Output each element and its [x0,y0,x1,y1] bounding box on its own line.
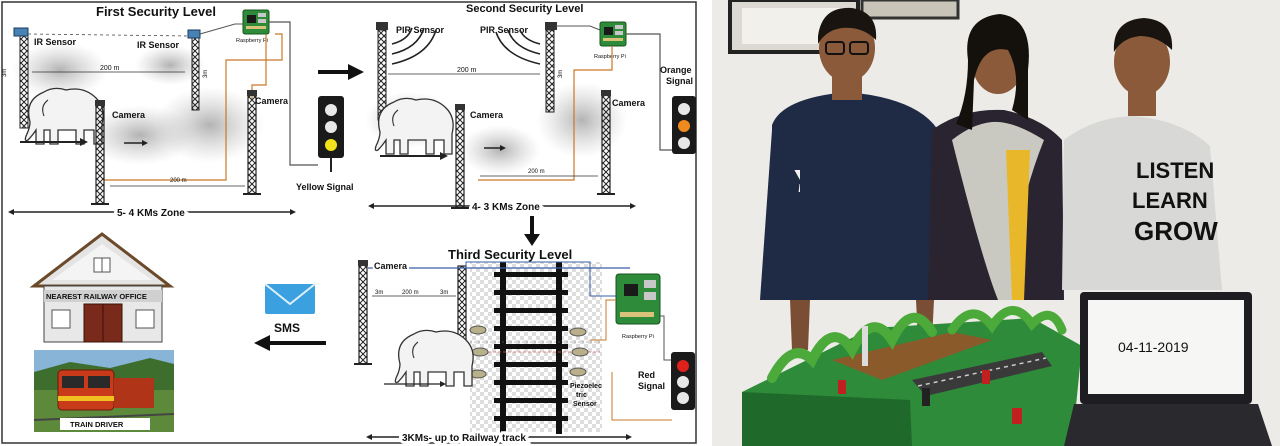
level3-piezo-label-line2: tric [576,392,587,399]
first-security-level: First Security Level IR Sensor IR Sensor… [2,4,354,222]
person-right: LISTEN LEARN GROW [1062,18,1222,290]
level2-camera-right-icon [601,90,611,96]
level1-controller-label: Raspberry Pi [236,38,268,44]
arrow-down-icon [524,234,540,246]
level2-distance-bottom: 200 m [528,169,545,175]
sms-label: SMS [274,321,300,335]
level1-camera-right-label: Camera [255,96,289,106]
shirt-text-line1: LISTEN [1136,158,1214,183]
second-security-level: Second Security Level PIR Sensor PIR Sen… [365,3,696,216]
pir-sensor-right-icon [545,22,557,30]
level1-camera-left-icon [95,100,105,106]
level1-distance-top: 200 m [100,65,120,72]
level2-height-right: 3m [558,70,564,78]
shirt-text-line2: LEARN [1132,188,1208,213]
level2-camera-left-icon [455,104,465,110]
level3-title: Third Security Level [448,247,572,262]
laptop-date: 04-11-2019 [1118,339,1189,355]
level1-height-right: 3m [203,70,209,78]
piezo-sensors-right [569,327,589,377]
sms-message: SMS [254,283,326,351]
level2-signal-label-line2: Signal [666,76,693,86]
wall-frame-right [860,0,960,20]
level2-camera-left-label: Camera [470,110,504,120]
level1-distance-bottom: 200 m [170,178,187,184]
level1-camera-right-icon [247,90,257,96]
level3-piezo-label-line3: Sensor [573,401,597,408]
railway-model [742,306,1082,446]
person-left [760,7,942,350]
level3-raspberry-pi-icon [615,273,661,325]
level1-zone-label: 5- 4 KMs Zone [117,208,185,219]
level1-sensor-left-label: IR Sensor [34,37,77,47]
arrow-right-icon [348,64,364,80]
level1-camera-left-label: Camera [112,110,146,120]
railway-track [494,272,568,421]
team-photo: LISTEN LEARN GROW 04-11-2019 [712,0,1280,446]
laptop: 04-11-2019 [1064,292,1272,446]
ir-sensor-left-icon [13,27,29,37]
pir-sensor-left-icon [376,22,388,30]
railway-office: NEAREST RAILWAY OFFICE [29,232,175,343]
level1-signal-label: Yellow Signal [296,182,354,192]
arrow-left-icon [254,335,270,351]
level3-camera-icon [358,260,368,266]
level1-raspberry-pi-icon [242,9,270,35]
third-security-level: Third Security Level [353,247,695,446]
level3-distance: 200 m [402,290,419,296]
driver-label: TRAIN DRIVER [70,420,124,429]
shirt-text-line3: GROW [1134,216,1218,246]
level3-camera-label: Camera [374,261,408,271]
person-middle [928,14,1064,301]
level3-signal-label-line2: Signal [638,381,665,391]
level3-height-left: 3m [375,290,383,296]
level1-sensor-right-label: IR Sensor [137,40,180,50]
level3-height-right: 3m [440,290,448,296]
office-label: NEAREST RAILWAY OFFICE [46,292,147,301]
train-driver-photo: TRAIN DRIVER [33,350,175,432]
level1-height-left: 3m [2,69,8,77]
level2-distance-top: 200 m [457,67,477,74]
level2-title: Second Security Level [466,3,583,15]
level3-signal-label-line1: Red [638,370,655,380]
level3-piezo-label-line1: Piezoelec [570,383,602,390]
piezo-sensors-left [469,325,489,379]
level2-camera-right-label: Camera [612,98,646,108]
level3-zone-label: 3KMs- up to Railway track [402,433,526,444]
level2-sensor-left-label: PIR Sensor [396,25,445,35]
level2-controller-label: Raspberry Pi [594,54,626,60]
level3-controller-label: Raspberry Pi [622,334,654,340]
level2-signal-label-line1: Orange [660,65,692,75]
level2-raspberry-pi-icon [599,21,627,47]
level2-zone-label: 4- 3 KMs Zone [472,202,540,213]
level1-title: First Security Level [96,4,216,19]
ir-sensor-right-icon [187,29,201,39]
level2-sensor-right-label: PIR Sensor [480,25,529,35]
sms-envelope-icon [265,284,315,314]
